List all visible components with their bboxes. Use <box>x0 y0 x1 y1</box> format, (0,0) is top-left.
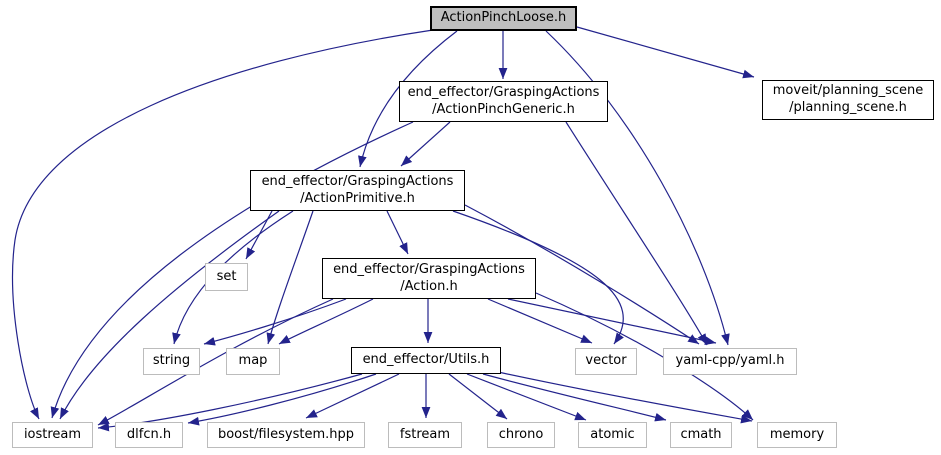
node-dlfcn-h: dlfcn.h <box>115 422 183 448</box>
edge-action-to-iostream <box>97 298 334 426</box>
edge-actionprimitive-to-map <box>266 210 314 345</box>
edge-utils-to-iostream <box>97 373 363 432</box>
edge-pinchloose-to-iostream <box>12 29 434 420</box>
edge-actionprimitive-to-iostream <box>59 210 280 420</box>
node-cmath: cmath <box>670 422 732 448</box>
edge-action-to-map <box>278 298 374 345</box>
edge-utils-to-dlfcn <box>187 373 377 426</box>
edge-utils-to-chrono <box>448 373 508 420</box>
node-boost-filesystem-hpp: boost/filesystem.hpp <box>207 422 365 448</box>
edge-action-to-string <box>203 298 347 346</box>
edge-utils-to-cmath <box>482 373 667 422</box>
edge-action-to-yaml <box>507 298 717 346</box>
node-actionprimitive-h[interactable]: end_effector/GraspingActions /ActionPrim… <box>250 170 465 211</box>
edge-utils-to-atomic <box>466 373 587 421</box>
node-actionpinchgeneric-h[interactable]: end_effector/GraspingActions /ActionPinc… <box>399 81 608 122</box>
node-string: string <box>143 348 200 375</box>
node-set: set <box>205 263 248 291</box>
edge-utils-to-memory <box>497 371 753 424</box>
edge-pinchgeneric-to-actionprimitive <box>400 121 451 167</box>
node-action-h[interactable]: end_effector/GraspingActions /Action.h <box>322 258 536 299</box>
node-chrono: chrono <box>487 422 555 448</box>
node-fstream: fstream <box>388 422 462 448</box>
node-map: map <box>226 348 280 375</box>
edge-utils-to-boostfilesystem <box>305 373 400 419</box>
edge-actionprimitive-to-yaml <box>464 204 700 345</box>
node-vector: vector <box>575 348 637 375</box>
edge-pinchloose-to-actionprimitive <box>358 30 458 168</box>
edge-pinchloose-to-planningscene <box>576 26 755 79</box>
node-yaml-cpp-yaml-h: yaml-cpp/yaml.h <box>663 348 797 375</box>
edge-pinchgeneric-to-yaml <box>565 121 708 346</box>
node-atomic: atomic <box>578 422 647 448</box>
node-utils-h[interactable]: end_effector/Utils.h <box>351 347 501 374</box>
edge-pinchgeneric-to-iostream <box>50 121 414 419</box>
node-planning-scene-h[interactable]: moveit/planning_scene /planning_scene.h <box>762 80 934 120</box>
node-memory: memory <box>757 422 837 448</box>
edge-pinchloose-to-yaml <box>545 30 730 346</box>
edge-actionprimitive-to-vector <box>452 210 624 345</box>
edge-actionprimitive-to-action <box>386 210 409 255</box>
edge-action-to-vector <box>487 298 593 344</box>
node-actionpinchloose-h: ActionPinchLoose.h <box>430 6 577 31</box>
node-iostream: iostream <box>12 422 93 448</box>
